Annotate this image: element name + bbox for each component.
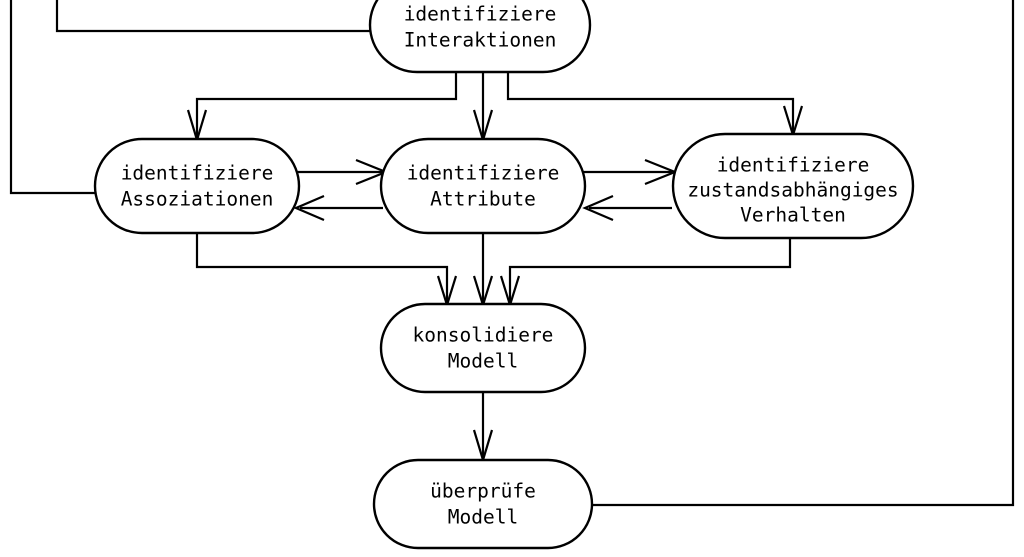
node-identify-interactions[interactable]: identifiziere Interaktionen: [368, 0, 592, 74]
node-identify-attributes[interactable]: identifiziere Attribute: [379, 137, 587, 235]
node-identify-interactions-line2: Interaktionen: [404, 29, 557, 52]
node-identify-associations-line2: Assoziationen: [121, 188, 274, 211]
node-identify-state-dependent-behaviour-line3: Verhalten: [740, 204, 846, 227]
edge-assoziationen-feedback-left: [9, 0, 95, 195]
node-identify-state-dependent-behaviour-line1: identifiziere: [717, 154, 870, 177]
node-identify-interactions-line1: identifiziere: [404, 3, 557, 26]
node-verify-model[interactable]: überprüfe Modell: [372, 458, 594, 550]
node-verify-model-shape[interactable]: [372, 458, 594, 550]
edge-layer: [9, 0, 1015, 507]
node-consolidate-model-shape[interactable]: [379, 302, 587, 394]
node-identify-attributes-line1: identifiziere: [407, 162, 560, 185]
node-consolidate-model-line2: Modell: [448, 350, 518, 373]
node-verify-model-line1: überprüfe: [430, 480, 536, 503]
edge-ueberpruefe-feedback-right: [592, 0, 1015, 507]
edge-interaktionen-to-assoziationen: [195, 72, 458, 138]
node-identify-attributes-shape[interactable]: [379, 137, 587, 235]
node-verify-model-line2: Modell: [448, 506, 518, 529]
node-consolidate-model[interactable]: konsolidiere Modell: [379, 302, 587, 394]
arrowhead-attribute-right-lower: [582, 194, 614, 222]
node-consolidate-model-line1: konsolidiere: [413, 324, 554, 347]
edge-assoziationen-to-konsolidiere: [195, 233, 449, 303]
node-identify-associations-line1: identifiziere: [121, 162, 274, 185]
node-identify-associations-shape[interactable]: [93, 137, 301, 235]
node-identify-state-dependent-behaviour-shape[interactable]: [671, 132, 915, 240]
node-identify-interactions-shape[interactable]: [368, 0, 592, 74]
edge-interaktionen-to-verhalten: [506, 72, 795, 133]
node-identify-attributes-line2: Attribute: [430, 188, 536, 211]
node-identify-associations[interactable]: identifiziere Assoziationen: [93, 137, 301, 235]
arrowhead-assoziationen-right-lower: [293, 194, 325, 222]
edge-verhalten-to-konsolidiere: [508, 238, 792, 303]
node-identify-state-dependent-behaviour-line2: zustandsabhängiges: [687, 179, 898, 202]
node-identify-state-dependent-behaviour[interactable]: identifiziere zustandsabhängiges Verhalt…: [671, 132, 915, 240]
edge-interaktionen-feedback-left: [55, 0, 370, 33]
